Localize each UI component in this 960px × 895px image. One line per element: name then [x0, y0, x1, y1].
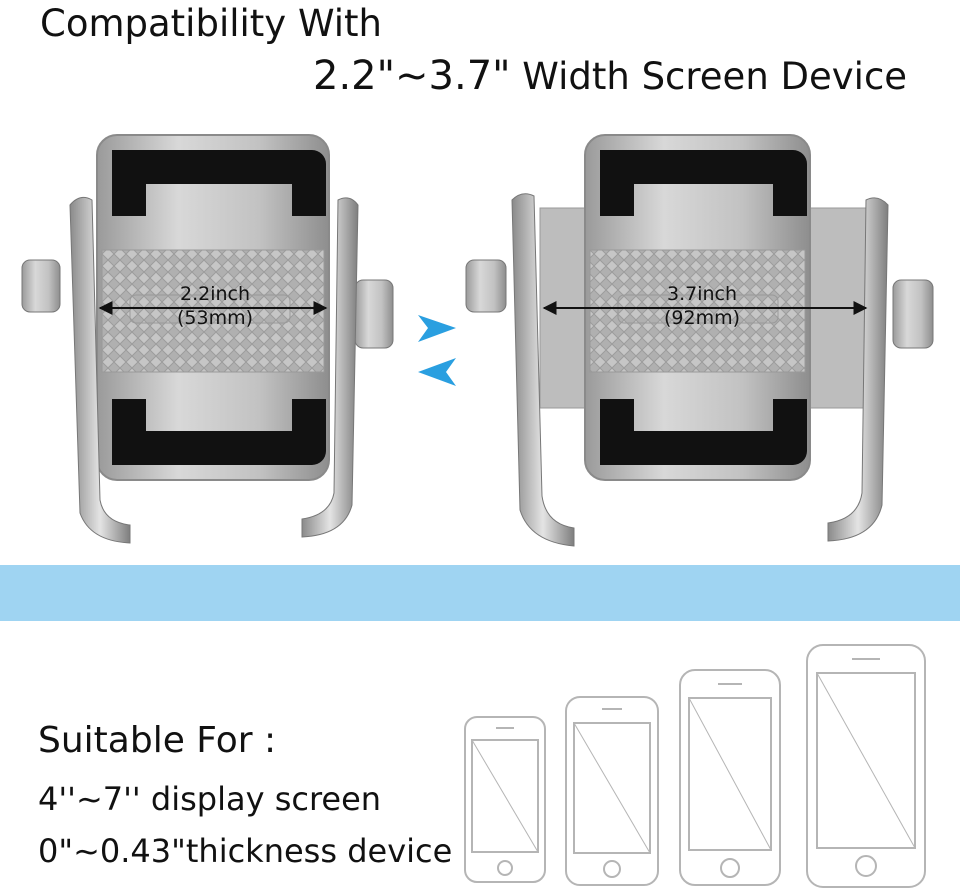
size-range: 2.2"~3.7"	[313, 53, 511, 99]
display-range-text: 4''~7'' display screen	[38, 780, 382, 818]
left-knob	[21, 259, 61, 313]
open-width-inch: 3.7inch	[667, 283, 737, 305]
width-screen-device-text: Width Screen Device	[510, 55, 908, 98]
arrow-right-icon	[418, 315, 456, 342]
closed-width-inch: 2.2inch	[180, 283, 250, 305]
holder-open: 3.7inch (92mm)	[465, 134, 934, 547]
thickness-range-text: 0"~0.43"thickness device	[38, 832, 453, 870]
left-knob	[465, 259, 507, 313]
phone-icon	[565, 696, 659, 886]
blue-divider-band	[0, 565, 960, 621]
right-knob	[354, 279, 394, 349]
phone-holder-illustration: 2.2inch (53mm) 3.7inch (92mm)	[21, 134, 934, 547]
suitable-for-title: Suitable For :	[38, 720, 277, 761]
closed-width-mm: (53mm)	[177, 307, 253, 329]
phone-icon	[679, 669, 781, 886]
heading-line-2: 2.2"~3.7" Width Screen Device	[313, 53, 907, 99]
phone-icon	[806, 644, 926, 888]
holder-closed: 2.2inch (53mm)	[21, 134, 394, 544]
open-width-mm: (92mm)	[664, 307, 740, 329]
heading-line-1: Compatibility With	[40, 2, 382, 45]
right-knob	[892, 279, 934, 349]
phone-icon	[464, 716, 546, 883]
phone-size-illustration	[464, 644, 926, 888]
arrow-left-icon	[418, 358, 456, 386]
